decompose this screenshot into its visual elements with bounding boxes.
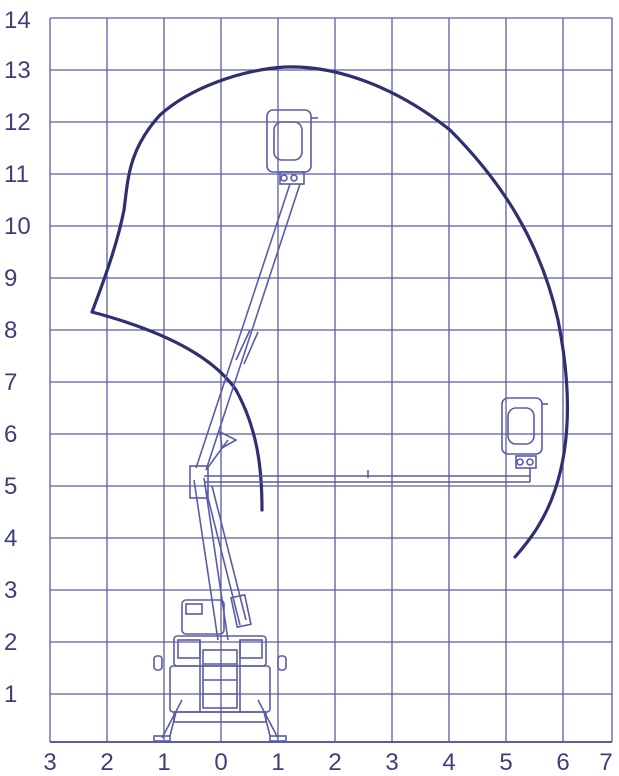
- y-tick-label: 3: [4, 577, 17, 604]
- x-axis-ticks: 3 2 1 0 1 2 3 4 5 6 7: [43, 749, 612, 776]
- x-tick-label: 1: [157, 749, 170, 776]
- x-tick-label: 7: [599, 749, 612, 776]
- x-tick-label: 3: [385, 749, 398, 776]
- y-tick-label: 5: [4, 473, 17, 500]
- x-tick-label: 6: [556, 749, 569, 776]
- y-tick-label: 7: [4, 369, 17, 396]
- y-axis-ticks: 1 2 3 4 5 6 7 8 9 10 11 12 13 14: [4, 7, 31, 708]
- x-tick-label: 2: [328, 749, 341, 776]
- y-tick-label: 1: [4, 681, 17, 708]
- platform-basket-icon: [266, 109, 318, 185]
- x-tick-label: 5: [499, 749, 512, 776]
- y-tick-label: 13: [4, 57, 31, 84]
- y-tick-label: 6: [4, 421, 17, 448]
- y-tick-label: 9: [4, 265, 17, 292]
- x-tick-label: 0: [214, 749, 227, 776]
- x-tick-label: 3: [43, 749, 56, 776]
- y-tick-label: 4: [4, 525, 17, 552]
- working-envelope-curve: [90, 65, 569, 559]
- articulated-boom-icon: [189, 183, 530, 641]
- y-tick-label: 8: [4, 317, 17, 344]
- x-tick-label: 4: [442, 749, 455, 776]
- y-tick-label: 14: [4, 7, 31, 34]
- platform-basket-icon: [501, 397, 548, 482]
- x-tick-label: 1: [271, 749, 284, 776]
- aerial-lift-truck-icon: [153, 599, 287, 742]
- grid: [49, 17, 613, 743]
- y-tick-label: 10: [4, 213, 31, 240]
- y-tick-label: 11: [4, 161, 29, 188]
- y-tick-label: 12: [4, 109, 31, 136]
- y-tick-label: 2: [4, 629, 17, 656]
- x-tick-label: 2: [100, 749, 113, 776]
